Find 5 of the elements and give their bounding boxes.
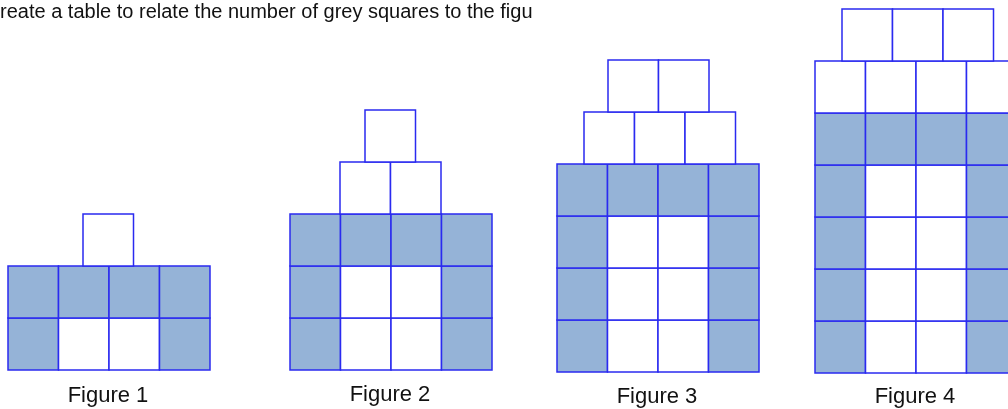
figure-caption: Figure 2 [348,381,432,407]
figure-caption: Figure 3 [615,383,699,409]
instruction-text: reate a table to relate the number of grey squares to the figu [0,0,533,22]
figure-caption: Figure 1 [66,382,150,408]
figure-caption: Figure 4 [873,383,957,409]
